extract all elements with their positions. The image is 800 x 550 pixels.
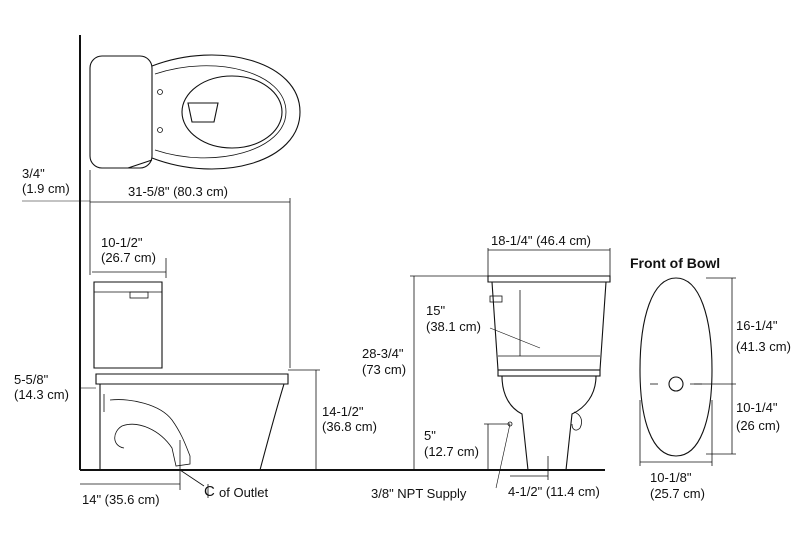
bowl-rear-length-label-line2: (26 cm) [736, 418, 780, 433]
bowl-front-length-label-line1: 16-1/4" [736, 318, 778, 333]
supply-type-label: 3/8" NPT Supply [371, 486, 467, 501]
top-view [89, 54, 301, 170]
tank-width-label: 18-1/4" (46.4 cm) [491, 233, 591, 248]
top-view-hinge [127, 159, 153, 169]
side-view-tank [93, 281, 163, 369]
tank-height-label-line1: 15" [426, 303, 445, 318]
supply-leader [495, 423, 511, 489]
wall-offset-label-line2: (1.9 cm) [22, 181, 70, 196]
overall-height-label-line1: 28-3/4" [362, 346, 404, 361]
front-of-bowl-title: Front of Bowl [630, 255, 720, 271]
tank-height-leader [489, 327, 541, 349]
wall-offset-label-line1: 3/4" [22, 166, 45, 181]
top-view-bowl-outer [151, 54, 301, 170]
front-view-seat [497, 369, 601, 377]
front-flush-handle [489, 295, 503, 303]
outlet-centerline-label: of Outlet [219, 485, 269, 500]
bowl-width-label-line2: (25.7 cm) [650, 486, 705, 501]
tank-depth-label-line1: 10-1/2" [101, 235, 143, 250]
supply-height-label-line2: (12.7 cm) [424, 444, 479, 459]
side-view [93, 281, 289, 471]
rim-height-label-line1: 14-1/2" [322, 404, 364, 419]
front-view [487, 275, 611, 471]
trapway [109, 399, 191, 467]
supply-height-label-line1: 5" [424, 428, 436, 443]
overall-length-label: 31-5/8" (80.3 cm) [128, 184, 228, 199]
centerline-symbol: C [204, 483, 215, 500]
bowl-outline [639, 277, 713, 457]
rim-height-label-line2: (36.8 cm) [322, 419, 377, 434]
seat-bolt-bottom [157, 127, 163, 133]
bowl-outlet-circle [668, 376, 684, 392]
rim-to-tank-label-line1: 5-5/8" [14, 372, 49, 387]
front-view-trap-bulge [571, 411, 582, 431]
tank-depth-label-line2: (26.7 cm) [101, 250, 156, 265]
side-view-bowl [99, 383, 285, 471]
rough-in-label: 14" (35.6 cm) [82, 492, 160, 507]
overall-height-label-line2: (73 cm) [362, 362, 406, 377]
front-view-tank-lid [487, 275, 611, 283]
bowl-rear-length-label-line1: 10-1/4" [736, 400, 778, 415]
top-view-drain [187, 102, 219, 123]
top-view-tank [89, 55, 153, 169]
centerline-leader [179, 469, 205, 487]
tank-height-label-line2: (38.1 cm) [426, 319, 481, 334]
bowl-front-length-label-line2: (41.3 cm) [736, 339, 791, 354]
seat-bolt-top [157, 89, 163, 95]
front-view-tank [491, 281, 607, 371]
front-view-bowl [501, 375, 597, 471]
bowl-outline-view [639, 277, 713, 457]
side-view-seat [95, 373, 289, 385]
top-view-bowl-opening [181, 75, 283, 149]
bowl-width-label-line1: 10-1/8" [650, 470, 692, 485]
top-view-bowl-rim [154, 65, 287, 159]
rim-to-tank-label-line2: (14.3 cm) [14, 387, 69, 402]
supply-offset-label: 4-1/2" (11.4 cm) [508, 484, 600, 499]
flush-handle [129, 291, 149, 299]
